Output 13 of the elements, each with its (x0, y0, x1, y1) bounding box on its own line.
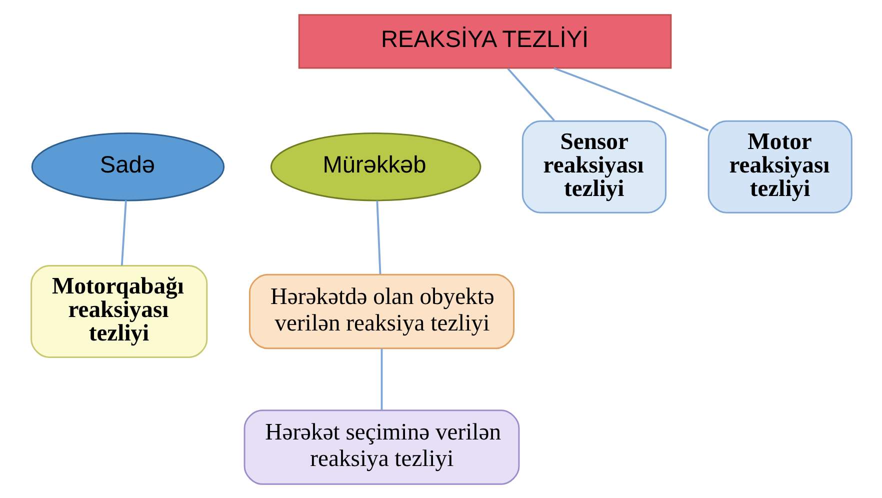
connector (376, 200, 381, 274)
connector (553, 66, 708, 131)
connector (506, 67, 554, 121)
node-box: Hərəkət seçiminə verilən reaksiya tezliyi (243, 409, 520, 484)
node-box: Motorqabağı reaksiyası tezliyi (30, 264, 208, 358)
node-box: Sensor reaksiyası tezliyi (521, 120, 666, 213)
node-box: REAKSİYA TEZLİYİ (298, 14, 672, 68)
connector (120, 200, 126, 266)
node-box: Hərəkətdə olan obyektə verilən reaksiya tezliyi (248, 273, 514, 349)
node-box: Motor reaksiyası tezliyi (707, 120, 852, 213)
node-ellipse: Sadə (30, 132, 224, 201)
node-ellipse: Mürəkkəb (270, 132, 481, 201)
connector (380, 348, 382, 410)
